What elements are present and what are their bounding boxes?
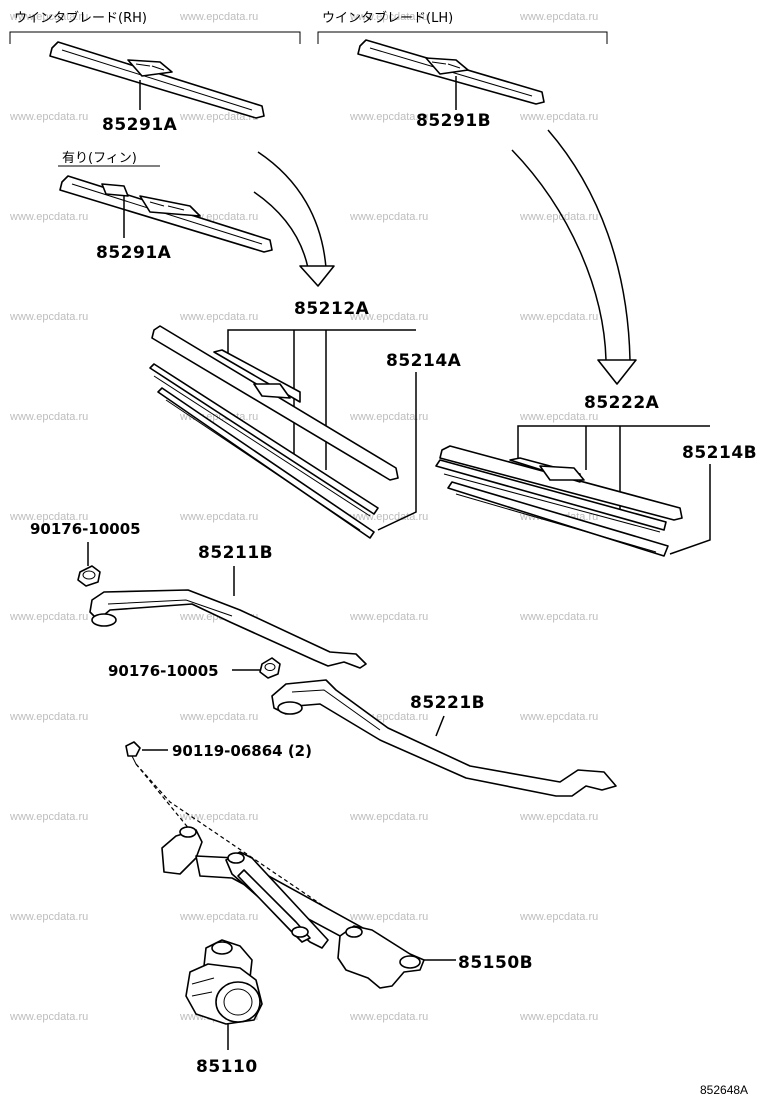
arm-rh-drawing [89,589,367,669]
watermark-text: www.epcdata.ru [179,311,258,323]
diagram-reference: 852648A [700,1083,748,1097]
watermark-text: www.epcdata.ru [519,711,598,723]
watermark-text: www.epcdata.ru [179,811,258,823]
label-with-fin: 有り(フィン) [62,151,137,166]
blade-assy-lh-drawing [435,445,683,557]
blade-lh-drawing [357,39,545,105]
watermark-text: www.epcdata.ru [519,1011,598,1023]
watermark-text: www.epcdata.ru [9,711,88,723]
watermark-text: www.epcdata.ru [179,511,258,523]
watermark-text: www.epcdata.ru [9,911,88,923]
leader-85214b [669,464,711,555]
bracket-lh [317,31,608,44]
nut-2-drawing [259,657,281,679]
watermark-text: www.epcdata.ru [179,11,258,23]
watermark-text: www.epcdata.ru [519,811,598,823]
watermark-text: www.epcdata.ru [9,811,88,823]
blade-rh-drawing [49,41,265,119]
bolt-drawing [125,741,141,765]
dash-line-bolt-2 [135,763,351,925]
motor-drawing [185,939,263,1025]
watermark-text: www.epcdata.ru [9,411,88,423]
arrow-to-85212a [253,151,335,287]
watermark-text: www.epcdata.ru [9,11,88,23]
watermark-text: www.epcdata.ru [9,611,88,623]
dash-line-bolt-1 [135,763,191,831]
label-bolt: 90119-06864 (2) [172,742,312,760]
label-85212a: 85212A [294,299,370,319]
watermark-text: www.epcdata.ru [349,411,428,423]
watermark-text: www.epcdata.ru [519,111,598,123]
bracket-rh [9,31,301,44]
watermark-text: www.epcdata.ru [349,611,428,623]
watermark-text: www.epcdata.ru [349,811,428,823]
label-85291a: 85291A [102,115,178,135]
watermark-text: www.epcdata.ru [349,111,428,123]
label-85222a: 85222A [584,393,660,413]
watermark-text: www.epcdata.ru [9,311,88,323]
leader-85221b [435,715,445,737]
watermark-text: www.epcdata.ru [349,1011,428,1023]
watermark-text: www.epcdata.ru [179,711,258,723]
label-85291a-fin: 85291A [96,243,172,263]
watermark-text: www.epcdata.ru [349,511,428,523]
watermark-text: www.epcdata.ru [519,911,598,923]
watermark-text: www.epcdata.ru [349,311,428,323]
watermark-text: www.epcdata.ru [519,11,598,23]
watermark-text: www.epcdata.ru [9,111,88,123]
header-rh-blade: ウインタブレード(RH) [14,10,147,26]
watermark-text: www.epcdata.ru [179,911,258,923]
watermark-text: www.epcdata.ru [9,511,88,523]
watermark-text: www.epcdata.ru [9,1011,88,1023]
leader-85214a [377,372,417,531]
watermark-text: www.epcdata.ru [519,611,598,623]
label-nut-1: 90176-10005 [30,520,141,538]
watermark-text: www.epcdata.ru [179,111,258,123]
watermark-text: www.epcdata.ru [349,11,428,23]
label-nut-2: 90176-10005 [108,662,219,680]
watermark-text: www.epcdata.ru [519,311,598,323]
watermark-text: www.epcdata.ru [349,211,428,223]
label-85150b: 85150B [458,953,533,973]
label-85214b: 85214B [682,443,757,463]
label-85291b: 85291B [416,111,491,131]
watermark-text: www.epcdata.ru [349,911,428,923]
blade-assy-rh-drawing [149,325,399,539]
label-85110: 85110 [196,1057,258,1077]
label-85221b: 85221B [410,693,485,713]
watermark-text: www.epcdata.ru [9,211,88,223]
watermark-text: www.epcdata.ru [519,211,598,223]
link-assy-drawing [161,826,425,989]
arm-lh-drawing [271,679,617,797]
blade-rh-fin-drawing [59,175,273,253]
header-lh-blade: ウインタブレード(LH) [322,10,453,26]
label-85214a: 85214A [386,351,462,371]
watermark-text: www.epcdata.ru [519,411,598,423]
nut-1-drawing [77,565,101,587]
arrow-to-85222a [511,129,637,385]
label-85211b: 85211B [198,543,273,563]
